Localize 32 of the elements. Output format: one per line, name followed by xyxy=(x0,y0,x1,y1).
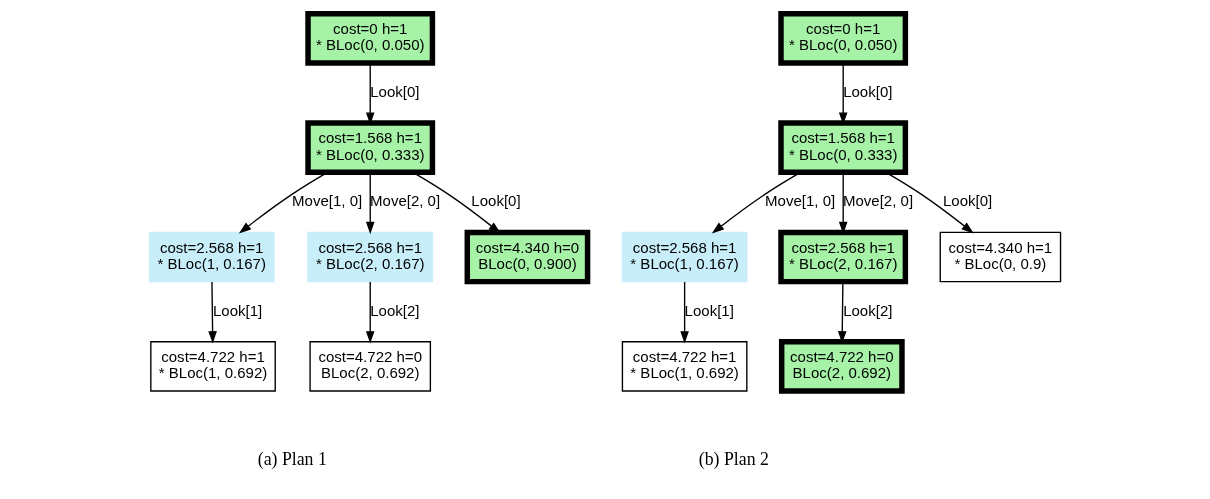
node-box: cost=1.568 h=1 * BLoc(0, 0.333) xyxy=(778,120,909,175)
node-box: cost=4.722 h=0 BLoc(2, 0.692) xyxy=(778,339,905,394)
edge-label: Look[1] xyxy=(213,301,263,319)
node-box: cost=0 h=1 * BLoc(0, 0.050) xyxy=(305,10,436,66)
arrow xyxy=(365,281,375,344)
node-box: cost=4.340 h=1 * BLoc(0, 0.9) xyxy=(939,231,1062,283)
edge-label: Move[2, 0] xyxy=(842,192,914,210)
edge-label: Look[2] xyxy=(370,301,420,319)
label: (b) Plan 2 xyxy=(698,449,769,470)
node-box: cost=4.722 h=0 BLoc(2, 0.692) xyxy=(309,341,432,392)
edge-label: Move[2, 0] xyxy=(370,192,441,210)
edge-label: Look[0] xyxy=(370,82,420,100)
node-box: cost=4.340 h=0 BLoc(0, 0.900) xyxy=(464,229,591,285)
arrow xyxy=(208,281,217,344)
node-box: cost=2.568 h=1 * BLoc(2, 0.167) xyxy=(307,231,434,283)
node-box: cost=4.722 h=1 * BLoc(1, 0.692) xyxy=(150,341,276,392)
arrow xyxy=(365,172,375,235)
node-box: cost=2.568 h=1 * BLoc(1, 0.167) xyxy=(148,231,275,283)
arrow xyxy=(680,281,689,344)
edge-label: Move[1, 0] xyxy=(765,192,836,210)
edge-label: Look[0] xyxy=(843,82,893,100)
edge-label: Look[1] xyxy=(684,301,734,319)
node-box: cost=2.568 h=1 * BLoc(1, 0.167) xyxy=(621,231,748,283)
edge-label: Move[1, 0] xyxy=(292,192,363,210)
node-box: cost=4.722 h=1 * BLoc(1, 0.692) xyxy=(621,341,748,392)
edge-label: Look[0] xyxy=(942,192,993,210)
label: (a) Plan 1 xyxy=(257,449,327,470)
node-box: cost=0 h=1 * BLoc(0, 0.050) xyxy=(778,10,909,66)
node-box: cost=2.568 h=1 * BLoc(2, 0.167) xyxy=(778,229,909,285)
edge-label: Look[0] xyxy=(471,192,521,210)
edge-label: Look[2] xyxy=(843,301,893,319)
node-box: cost=1.568 h=1 * BLoc(0, 0.333) xyxy=(305,120,436,175)
